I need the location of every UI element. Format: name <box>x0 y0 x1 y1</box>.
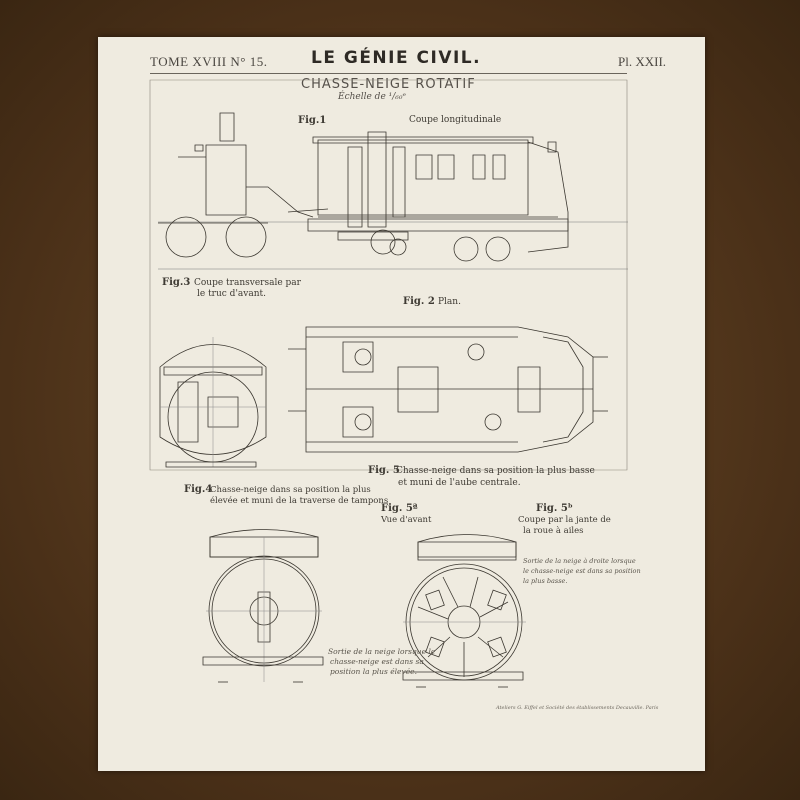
fig4-caption-line1: Chasse-neige dans sa position la plus <box>210 485 371 495</box>
fig2-drawing <box>288 327 608 452</box>
fig1-drawing <box>158 113 628 269</box>
plate-title: CHASSE-NEIGE ROTATIF <box>301 77 476 92</box>
note-fig5-line1: Sortie de la neige à droite lorsque <box>523 557 636 565</box>
engraver-credit: Ateliers G. Eiffel et Société des établi… <box>496 705 659 711</box>
fig5a-label: Fig. 5ª <box>381 503 418 514</box>
fig5-caption-line2: et muni de l'aube centrale. <box>398 478 521 488</box>
engraving-plate: TOME XVIII N° 15. LE GÉNIE CIVIL. Pl. XX… <box>98 37 705 771</box>
header-volume: TOME XVIII N° 15. <box>150 54 268 69</box>
header-plate-number: Pl. XXII. <box>618 54 667 69</box>
header-rule <box>150 73 627 74</box>
fig3-drawing <box>160 337 266 467</box>
note-fig4-line3: position la plus élevée. <box>330 667 417 676</box>
fig5b-caption-line2: la roue à ailes <box>523 526 584 536</box>
plate-scale: Échelle de ¹/₆₀ᵉ <box>338 92 406 102</box>
fig4-drawing <box>203 530 323 683</box>
fig5b-caption-line1: Coupe par la jante de <box>518 515 611 525</box>
note-fig5-line2: le chasse-neige est dans sa position <box>523 567 641 575</box>
note-fig4-line2: chasse-neige est dans sa <box>330 657 424 666</box>
fig3-label: Fig.3 <box>162 277 191 288</box>
note-fig5-line3: la plus basse. <box>523 577 568 585</box>
fig3-caption-line2: le truc d'avant. <box>197 289 267 299</box>
fig5-label: Fig. 5 <box>368 465 400 476</box>
fig2-label: Fig. 2 <box>403 296 435 307</box>
fig4-label: Fig.4 <box>184 484 213 495</box>
fig1-label: Fig.1 <box>298 115 327 126</box>
fig3-caption-line1: Coupe transversale par <box>194 278 301 288</box>
fig5b-label: Fig. 5ᵇ <box>536 503 573 514</box>
fig5-caption-line1: Chasse-neige dans sa position la plus ba… <box>396 466 595 476</box>
header-journal-title: LE GÉNIE CIVIL. <box>311 48 482 68</box>
note-fig4-line1: Sortie de la neige lorsque le <box>328 647 436 656</box>
fig5a-drawing <box>403 535 526 688</box>
fig2-caption: Plan. <box>438 297 461 307</box>
fig4-caption-line2: élevée et muni de la traverse de tampons <box>210 496 389 506</box>
plate-frame <box>150 80 627 470</box>
fig1-caption: Coupe longitudinale <box>409 115 502 125</box>
fig5a-caption: Vue d'avant <box>381 515 432 525</box>
technical-drawings <box>98 37 705 771</box>
